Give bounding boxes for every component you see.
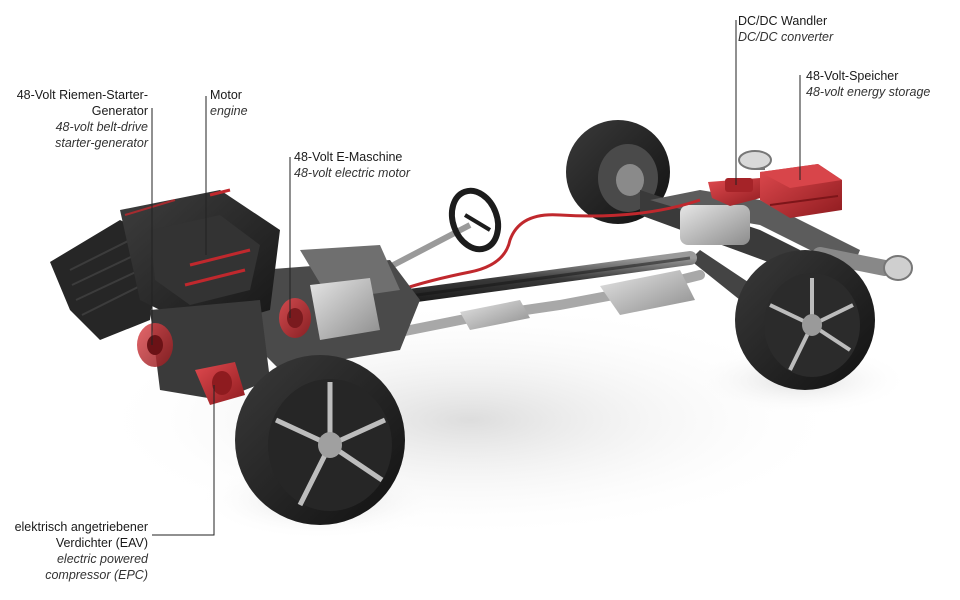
- label-engine: Motor engine: [210, 87, 248, 119]
- belt-starter-en-line1: 48-volt belt-drive: [55, 120, 148, 134]
- label-electric-compressor: elektrisch angetriebener Verdichter (EAV…: [15, 519, 148, 583]
- high-voltage-cable: [399, 198, 701, 292]
- electric-motor-component: [279, 298, 311, 338]
- rear-axle: [640, 150, 913, 300]
- front-left-wheel: [235, 355, 405, 525]
- e-machine-en: 48-volt electric motor: [294, 166, 411, 180]
- steering-assembly: [378, 187, 502, 275]
- rear-right-wheel: [735, 250, 875, 390]
- storage-de: 48-Volt-Speicher: [806, 69, 899, 83]
- energy-storage-component: [760, 164, 842, 218]
- compressor-en-line2: compressor (EPC): [45, 568, 148, 582]
- compressor-de-line2: Verdichter (EAV): [55, 536, 148, 550]
- compressor-en-line1: electric powered: [56, 552, 148, 566]
- belt-starter-generator-component: [137, 323, 173, 367]
- front-subframe: [240, 245, 420, 370]
- dcdc-converter-component: [708, 178, 768, 206]
- engine-de: Motor: [210, 88, 242, 102]
- exhaust-system: [355, 270, 705, 345]
- belt-starter-de-line1: 48-Volt Riemen-Starter-: [16, 88, 148, 102]
- e-machine-de: 48-Volt E-Maschine: [294, 150, 403, 164]
- engine-block: [50, 188, 280, 400]
- label-electric-motor: 48-Volt E-Maschine 48-volt electric moto…: [294, 149, 410, 181]
- driveshaft: [373, 251, 697, 307]
- leader-compressor: [152, 385, 215, 536]
- dcdc-de: DC/DC Wandler: [738, 14, 828, 28]
- compressor-component: [195, 362, 245, 405]
- belt-starter-en-line2: starter-generator: [55, 136, 148, 150]
- label-energy-storage: 48-Volt-Speicher 48-volt energy storage: [806, 68, 930, 100]
- dcdc-en: DC/DC converter: [738, 30, 834, 44]
- compressor-de-line1: elektrisch angetriebener: [14, 520, 148, 534]
- engine-en: engine: [210, 104, 248, 118]
- leader-lines: [151, 20, 801, 536]
- label-belt-starter-generator: 48-Volt Riemen-Starter- Generator 48-vol…: [17, 87, 148, 151]
- storage-en: 48-volt energy storage: [806, 85, 931, 99]
- label-dcdc-converter: DC/DC Wandler DC/DC converter: [738, 13, 833, 45]
- belt-starter-de-line2: Generator: [91, 104, 148, 118]
